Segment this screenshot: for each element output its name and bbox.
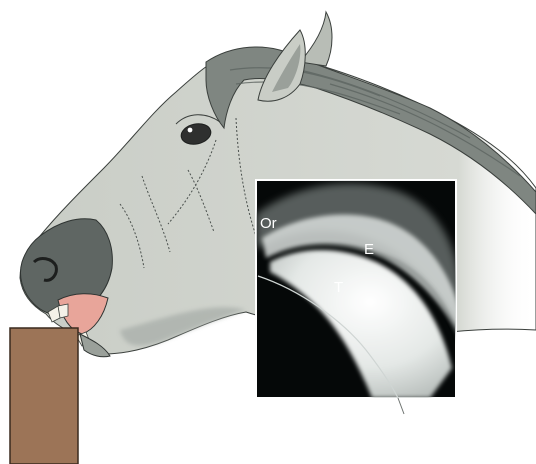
- radiograph-inset: Or E T: [256, 180, 460, 414]
- label-enamel: E: [364, 241, 374, 258]
- label-tooth: T: [334, 279, 343, 296]
- wooden-post: [10, 328, 78, 464]
- label-origin: Or: [260, 215, 277, 232]
- eye-highlight: [188, 128, 193, 133]
- pointer-line-tail: [398, 398, 404, 414]
